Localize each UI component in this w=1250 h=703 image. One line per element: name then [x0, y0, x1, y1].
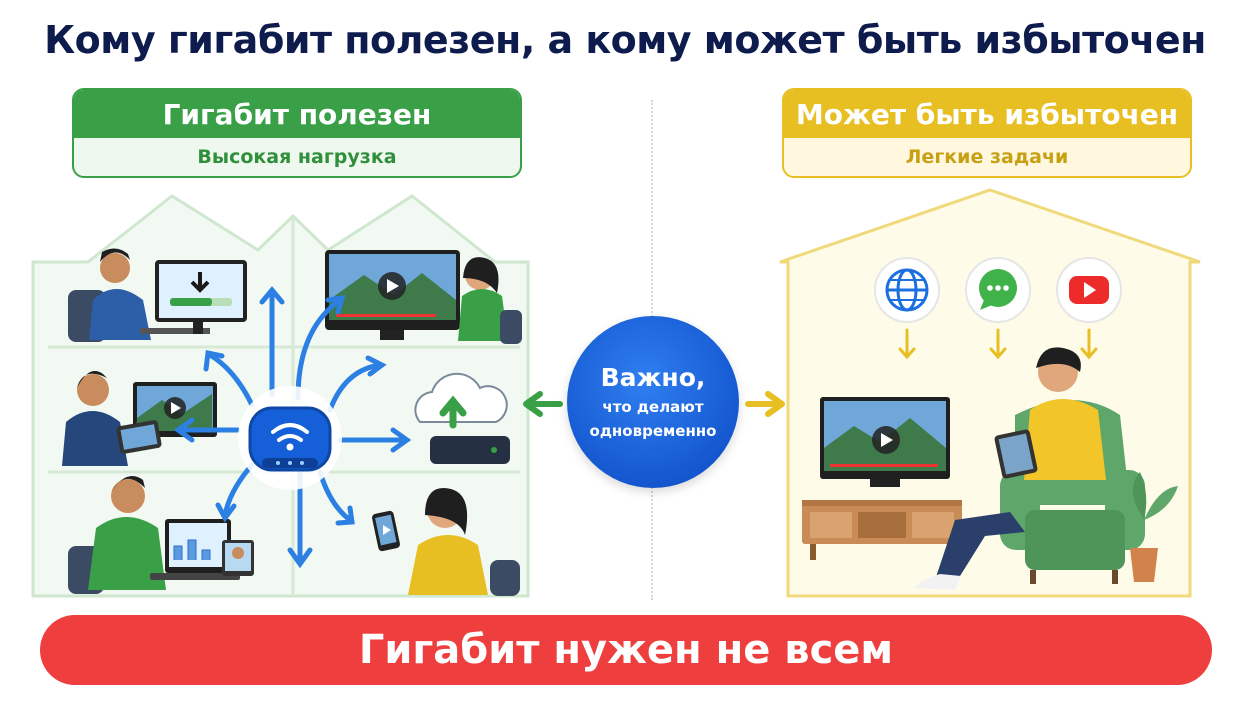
tv-screen — [820, 397, 950, 487]
light-tasks-title: Может быть избыточен — [784, 90, 1190, 138]
video-play-icon — [1056, 257, 1122, 323]
down-arrows — [898, 328, 1098, 360]
simultaneous-usage-note: Важно, что делают одновременно — [567, 316, 739, 488]
person-with-phone — [372, 488, 520, 596]
note-detail-line1: что делают — [602, 398, 704, 416]
download-icon — [190, 272, 210, 293]
houseplant — [1112, 472, 1178, 582]
person-with-laptop — [68, 476, 254, 594]
light-tasks-subtitle: Легкие задачи — [905, 146, 1069, 168]
conclusion-banner: Гигабит нужен не всем — [40, 615, 1212, 685]
note-detail-line2: одновременно — [589, 422, 717, 440]
center-arrows — [523, 391, 785, 417]
globe-icon — [874, 257, 940, 323]
high-load-header: Гигабит полезен Высокая нагрузка — [72, 88, 522, 178]
home-server-box — [430, 436, 510, 464]
light-household-illustration — [779, 188, 1201, 598]
cloud-upload-icon — [414, 372, 508, 429]
high-load-title: Гигабит полезен — [74, 90, 520, 138]
busy-household-illustration — [31, 194, 530, 598]
person-watching-video — [325, 250, 522, 344]
traffic-arrows — [173, 286, 412, 569]
wifi-router-icon — [238, 386, 342, 490]
page-title: Кому гигабит полезен, а кому может быть … — [44, 18, 1206, 62]
chat-icon — [965, 257, 1031, 323]
high-load-subtitle: Высокая нагрузка — [197, 146, 397, 168]
play-icon — [387, 279, 399, 293]
person-with-tablet — [62, 371, 217, 466]
tv-stand — [802, 500, 962, 560]
person-downloading — [68, 248, 247, 342]
note-main: Важно, — [600, 363, 706, 392]
light-tasks-header: Может быть избыточен Легкие задачи — [782, 88, 1192, 178]
